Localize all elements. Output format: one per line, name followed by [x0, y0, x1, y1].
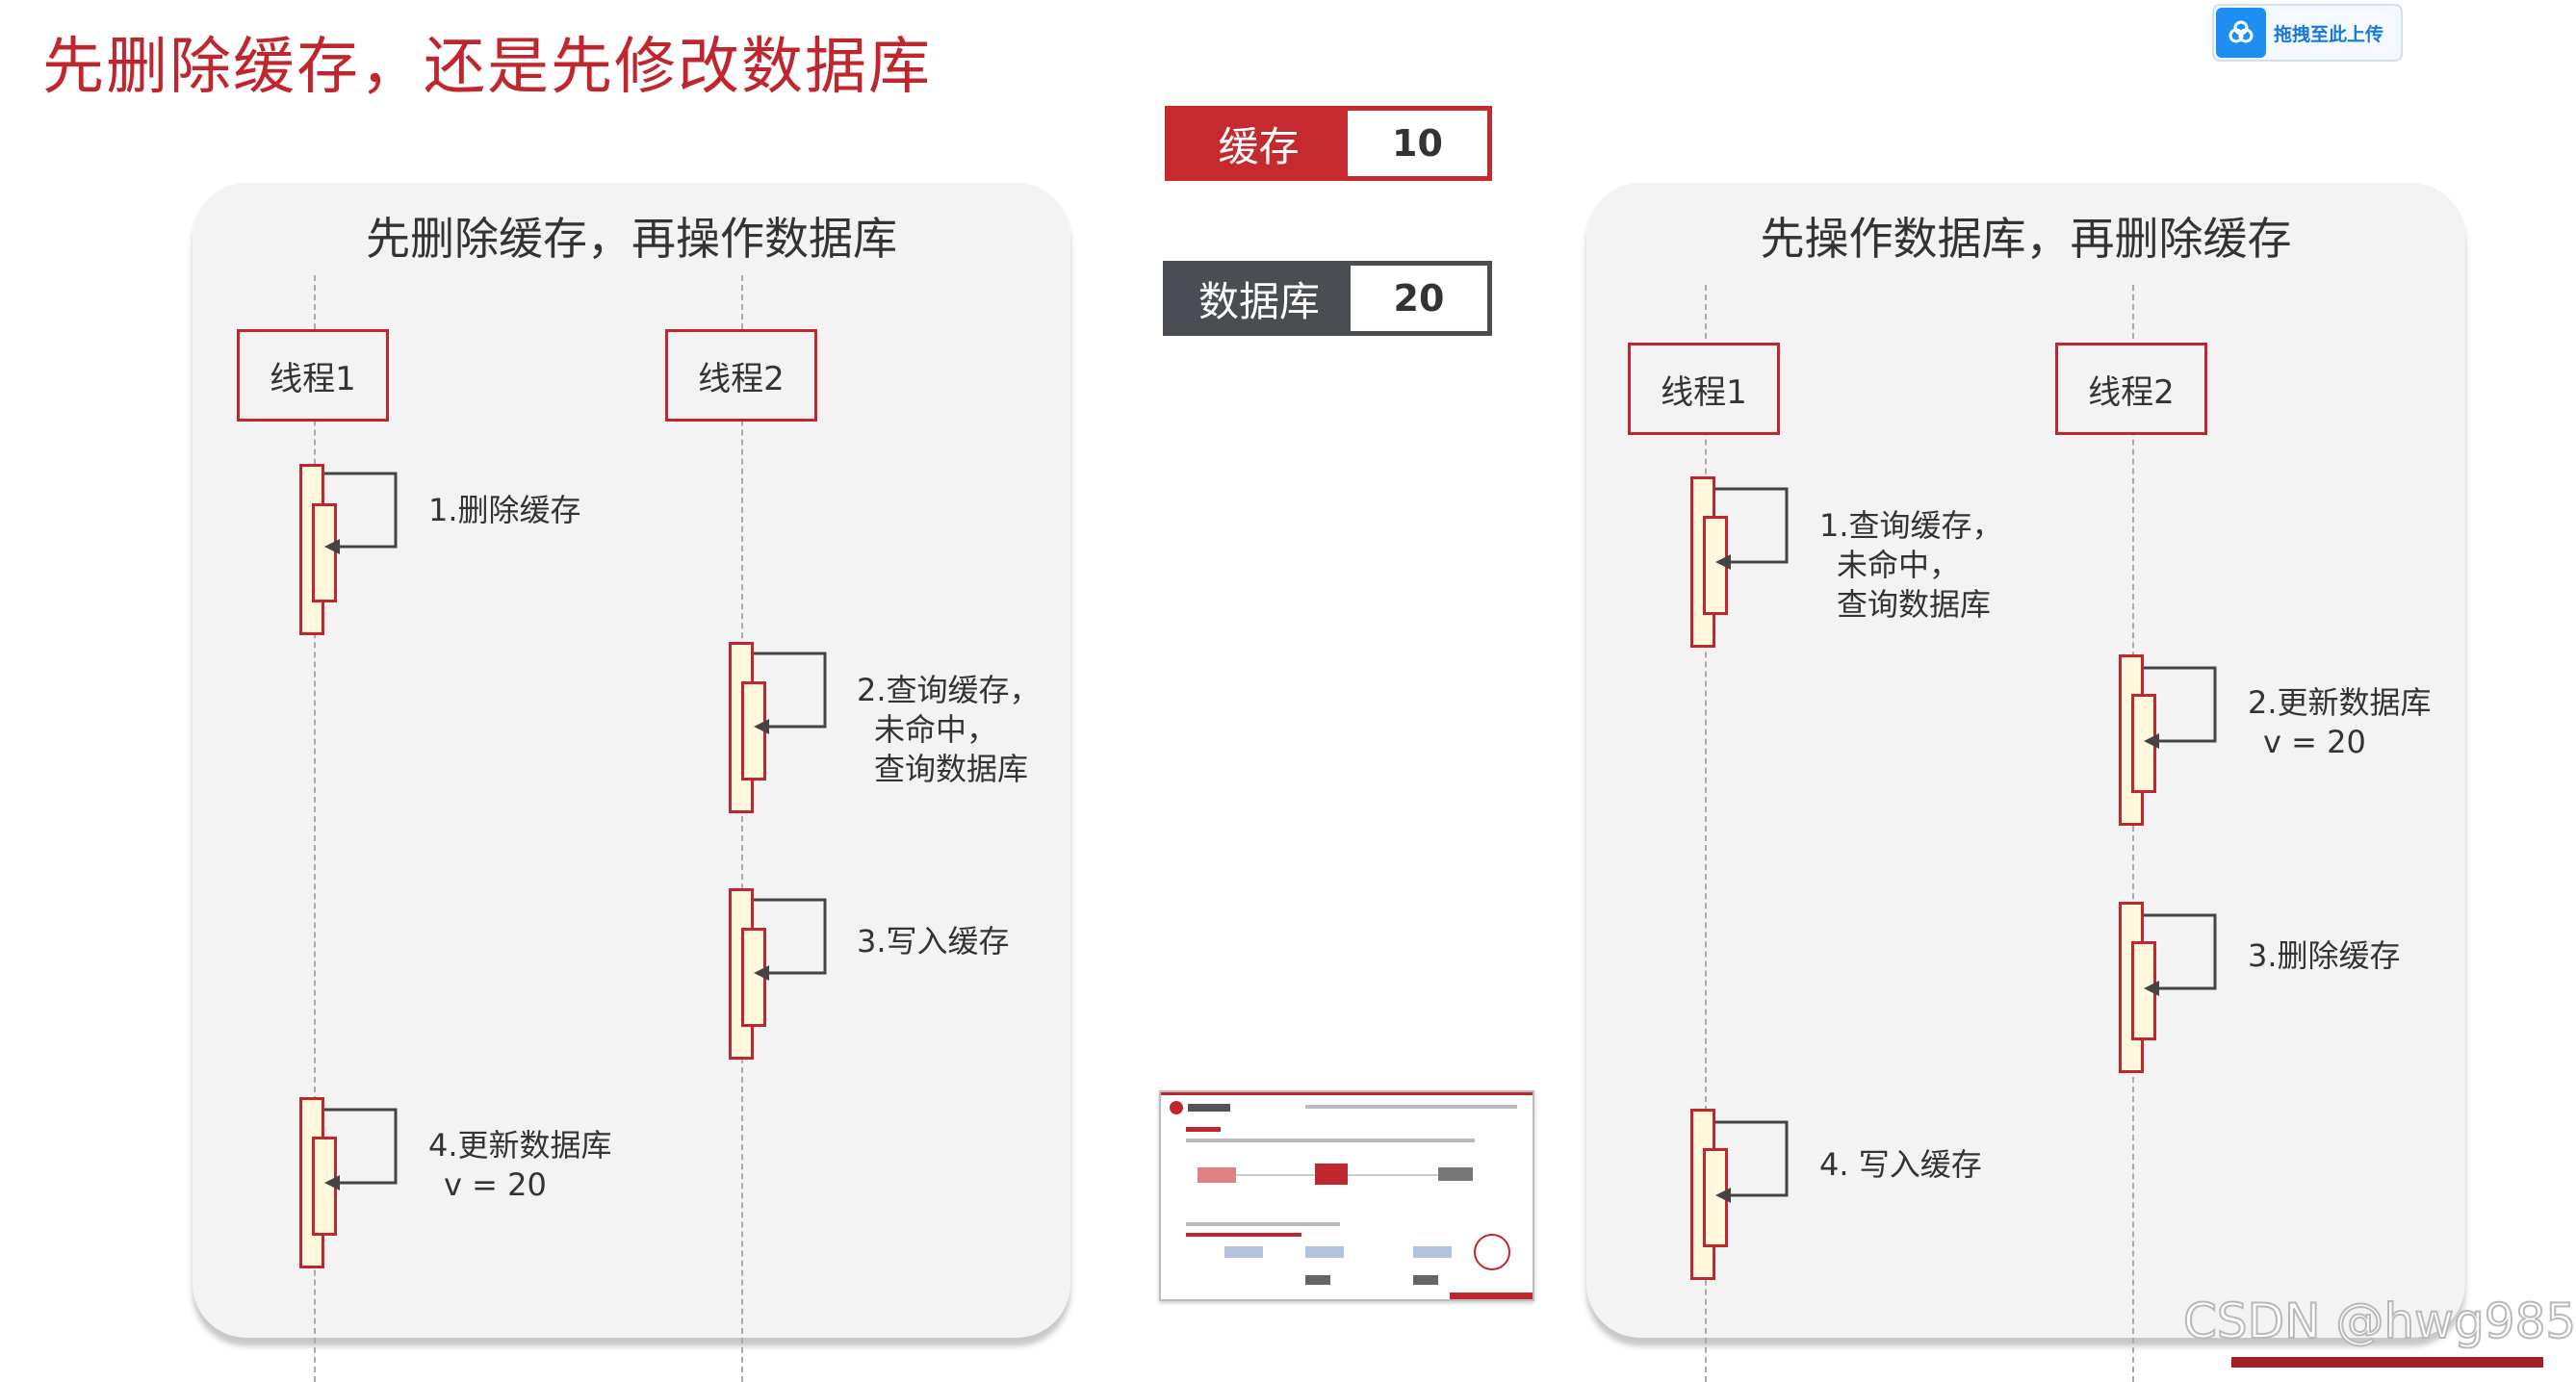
left-thread2-box: 线程2: [665, 329, 817, 422]
right-thread2-box: 线程2: [2055, 343, 2207, 435]
slide-thumbnail-preview: [1161, 1092, 1533, 1299]
right-step2-self-call-arrow: [2144, 666, 2217, 749]
right-step4-text: 4. 写入缓存: [1819, 1146, 1982, 1183]
database-label: 数据库: [1168, 266, 1351, 331]
left-panel-title: 先删除缓存，再操作数据库: [366, 213, 897, 265]
cache-label: 缓存: [1170, 111, 1348, 176]
upload-button-label: 拖拽至此上传: [2274, 23, 2384, 45]
upload-button[interactable]: 拖拽至此上传: [2212, 4, 2403, 62]
cache-value: 10: [1348, 111, 1487, 176]
left-step2-self-call-arrow: [754, 652, 827, 734]
right-thread1-box: 线程1: [1628, 343, 1780, 435]
page-title: 先删除缓存，还是先修改数据库: [42, 32, 932, 103]
left-step3-self-call-arrow: [754, 898, 827, 981]
left-step1-text: 1.删除缓存: [428, 492, 581, 528]
cloud-upload-icon: [2216, 8, 2266, 58]
left-step4-self-call-arrow: [324, 1108, 398, 1190]
right-panel-title: 先操作数据库，再删除缓存: [1760, 213, 2292, 265]
cache-value-badge: 缓存 10: [1165, 106, 1492, 181]
right-step3-self-call-arrow: [2144, 913, 2217, 996]
left-thread1-box: 线程1: [237, 329, 389, 422]
left-panel: 先删除缓存，再操作数据库 线程1 线程2 1.删除缓存 2.查询缓存， 未命中，…: [193, 183, 1070, 1382]
right-thread1-lifeline: [1705, 285, 1707, 1382]
slide-thumbnail[interactable]: [1159, 1090, 1534, 1301]
right-step1-self-call-arrow: [1715, 487, 1789, 570]
right-step4-self-call-arrow: [1715, 1120, 1789, 1203]
bottom-corner-strip: [2231, 1357, 2543, 1368]
left-thread2-lifeline: [741, 275, 743, 1382]
database-value-badge: 数据库 20: [1163, 261, 1492, 336]
right-step1-text: 1.查询缓存， 未命中， 查询数据库: [1819, 507, 2003, 623]
left-step3-text: 3.写入缓存: [857, 923, 1010, 960]
left-step1-activation-inner: [312, 503, 337, 602]
right-thread2-lifeline: [2132, 285, 2134, 1382]
left-step1-self-call-arrow: [324, 472, 398, 554]
left-step4-text: 4.更新数据库 v = 20: [428, 1127, 612, 1203]
database-value: 20: [1351, 266, 1487, 331]
csdn-watermark: CSDN @hwg985: [2182, 1292, 2576, 1350]
right-step3-text: 3.删除缓存: [2248, 937, 2401, 974]
left-thread1-lifeline: [314, 275, 316, 1382]
right-panel: 先操作数据库，再删除缓存 线程1 线程2 1.查询缓存， 未命中， 查询数据库 …: [1586, 183, 2465, 1382]
left-step2-text: 2.查询缓存， 未命中， 查询数据库: [857, 672, 1041, 787]
right-step2-text: 2.更新数据库 v = 20: [2248, 684, 2432, 760]
